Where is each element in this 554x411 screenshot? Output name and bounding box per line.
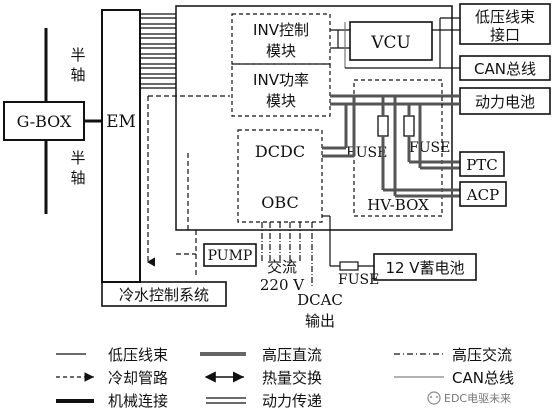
battery-12v-block: [373, 253, 477, 281]
legend-label-mechanical: 机械连接: [108, 392, 168, 410]
cooling-control-system-label: 冷水控制系统: [119, 286, 209, 304]
power-battery-block: [459, 87, 551, 115]
pump-label: PUMP: [208, 248, 253, 264]
watermark: EDC电驱未来: [427, 391, 511, 405]
inv-power-label-1: INV功率: [253, 71, 309, 89]
ac-220v-label-1: 交流: [267, 258, 297, 276]
ptc-block: [459, 151, 505, 177]
fuse-12v-element: [339, 261, 359, 271]
fuse-right-label: FUSE: [409, 140, 450, 156]
legend-label-cooling: 冷却管路: [108, 369, 168, 387]
gbox-label: G-BOX: [17, 112, 72, 131]
em-label: EM: [106, 112, 136, 132]
half-shaft-bottom-2: 轴: [70, 169, 85, 187]
legend-label-hv-dc: 高压直流: [262, 346, 322, 364]
watermark-icon: [427, 391, 441, 405]
dcac-output-label-1: DCAC: [297, 291, 343, 309]
acp-block: [459, 181, 507, 207]
legend-label-low-voltage: 低压线束: [108, 346, 168, 364]
inv-power-block: [231, 63, 331, 117]
fuse-left-label: FUSE: [346, 145, 387, 161]
main-frame: [175, 5, 453, 231]
half-shaft-top-1: 半: [70, 46, 85, 64]
hv-box-label: HV-BOX: [367, 196, 429, 214]
em-block: [101, 9, 141, 283]
half-shaft-bottom-1: 半: [70, 149, 85, 167]
legend-label-can: CAN总线: [452, 369, 514, 387]
half-shaft-top-2: 轴: [70, 66, 85, 84]
dcac-output-label-2: 输出: [305, 312, 335, 330]
low-voltage-interface-label-2: 接口: [490, 26, 520, 44]
legend-label-hv-ac: 高压交流: [452, 346, 512, 364]
dcdc-label: DCDC: [255, 142, 305, 161]
fuse-element-left: [377, 115, 389, 137]
ptc-label: PTC: [466, 156, 498, 174]
low-voltage-interface-label-1: 低压线束: [475, 8, 535, 26]
low-voltage-interface-block: [459, 3, 551, 45]
fuse-12v-label: FUSE: [338, 272, 379, 288]
inv-control-label-2: 模块: [266, 42, 296, 60]
acp-label: ACP: [466, 186, 499, 204]
power-battery-label: 动力电池: [475, 93, 535, 111]
cooling-control-system-block: [101, 281, 227, 307]
ac-220v-label-2: 220 V: [260, 276, 305, 294]
fuse-element-right: [403, 115, 415, 137]
inv-control-label-1: INV控制: [253, 21, 309, 39]
legend: 低压线束 高压直流 高压交流 冷却管路 热量交换 CAN总线 机械连接 动力传递: [56, 346, 514, 410]
legend-label-heat-exchange: 热量交换: [262, 369, 322, 387]
legend-label-power-transfer: 动力传递: [262, 392, 322, 410]
obc-label: OBC: [261, 193, 298, 212]
inv-power-label-2: 模块: [266, 92, 296, 110]
vcu-block: [349, 21, 433, 61]
can-bus-label: CAN总线: [474, 60, 536, 78]
pump-block: [203, 243, 257, 267]
battery-12v-label: 12 V蓄电池: [385, 259, 464, 277]
watermark-text: EDC电驱未来: [444, 392, 511, 405]
vcu-label: VCU: [370, 33, 411, 53]
